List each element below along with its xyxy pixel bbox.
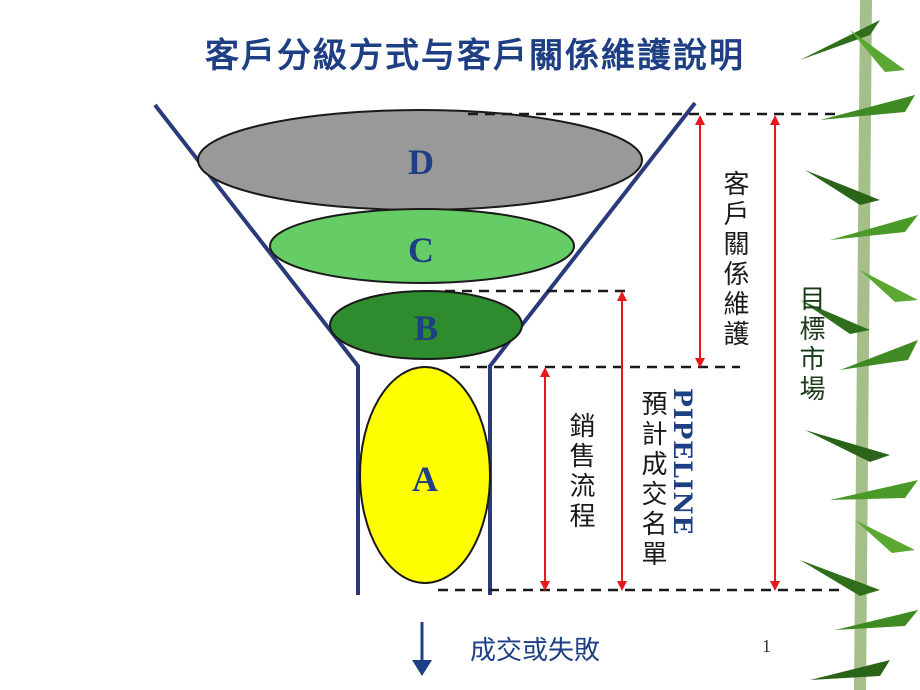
page-number: 1 [762, 636, 771, 656]
dashed-guides [438, 112, 840, 592]
down-arrow-icon [412, 622, 432, 676]
tier-b-ellipse [329, 290, 523, 360]
outcome-label: 成交或失敗 [470, 636, 601, 666]
label-forecast: 預計成交名單 [637, 390, 667, 570]
funnel-outline [153, 101, 697, 595]
label-target-market: 目標市場 [795, 285, 825, 405]
label-pipeline: PIPELINE [668, 388, 697, 536]
tier-d-label: D [408, 142, 434, 182]
tier-c-label: C [408, 230, 434, 270]
tier-a-ellipse [359, 366, 491, 584]
label-sales-process: 銷售流程 [565, 412, 595, 532]
label-relationship: 客戶關係維護 [719, 170, 749, 350]
bamboo-decoration [790, 0, 920, 690]
page-title: 客戶分級方式与客戶關係維護說明 [205, 36, 745, 76]
tier-b-label: B [414, 308, 438, 348]
tier-c-ellipse [269, 208, 575, 284]
tier-a-label: A [412, 459, 438, 499]
